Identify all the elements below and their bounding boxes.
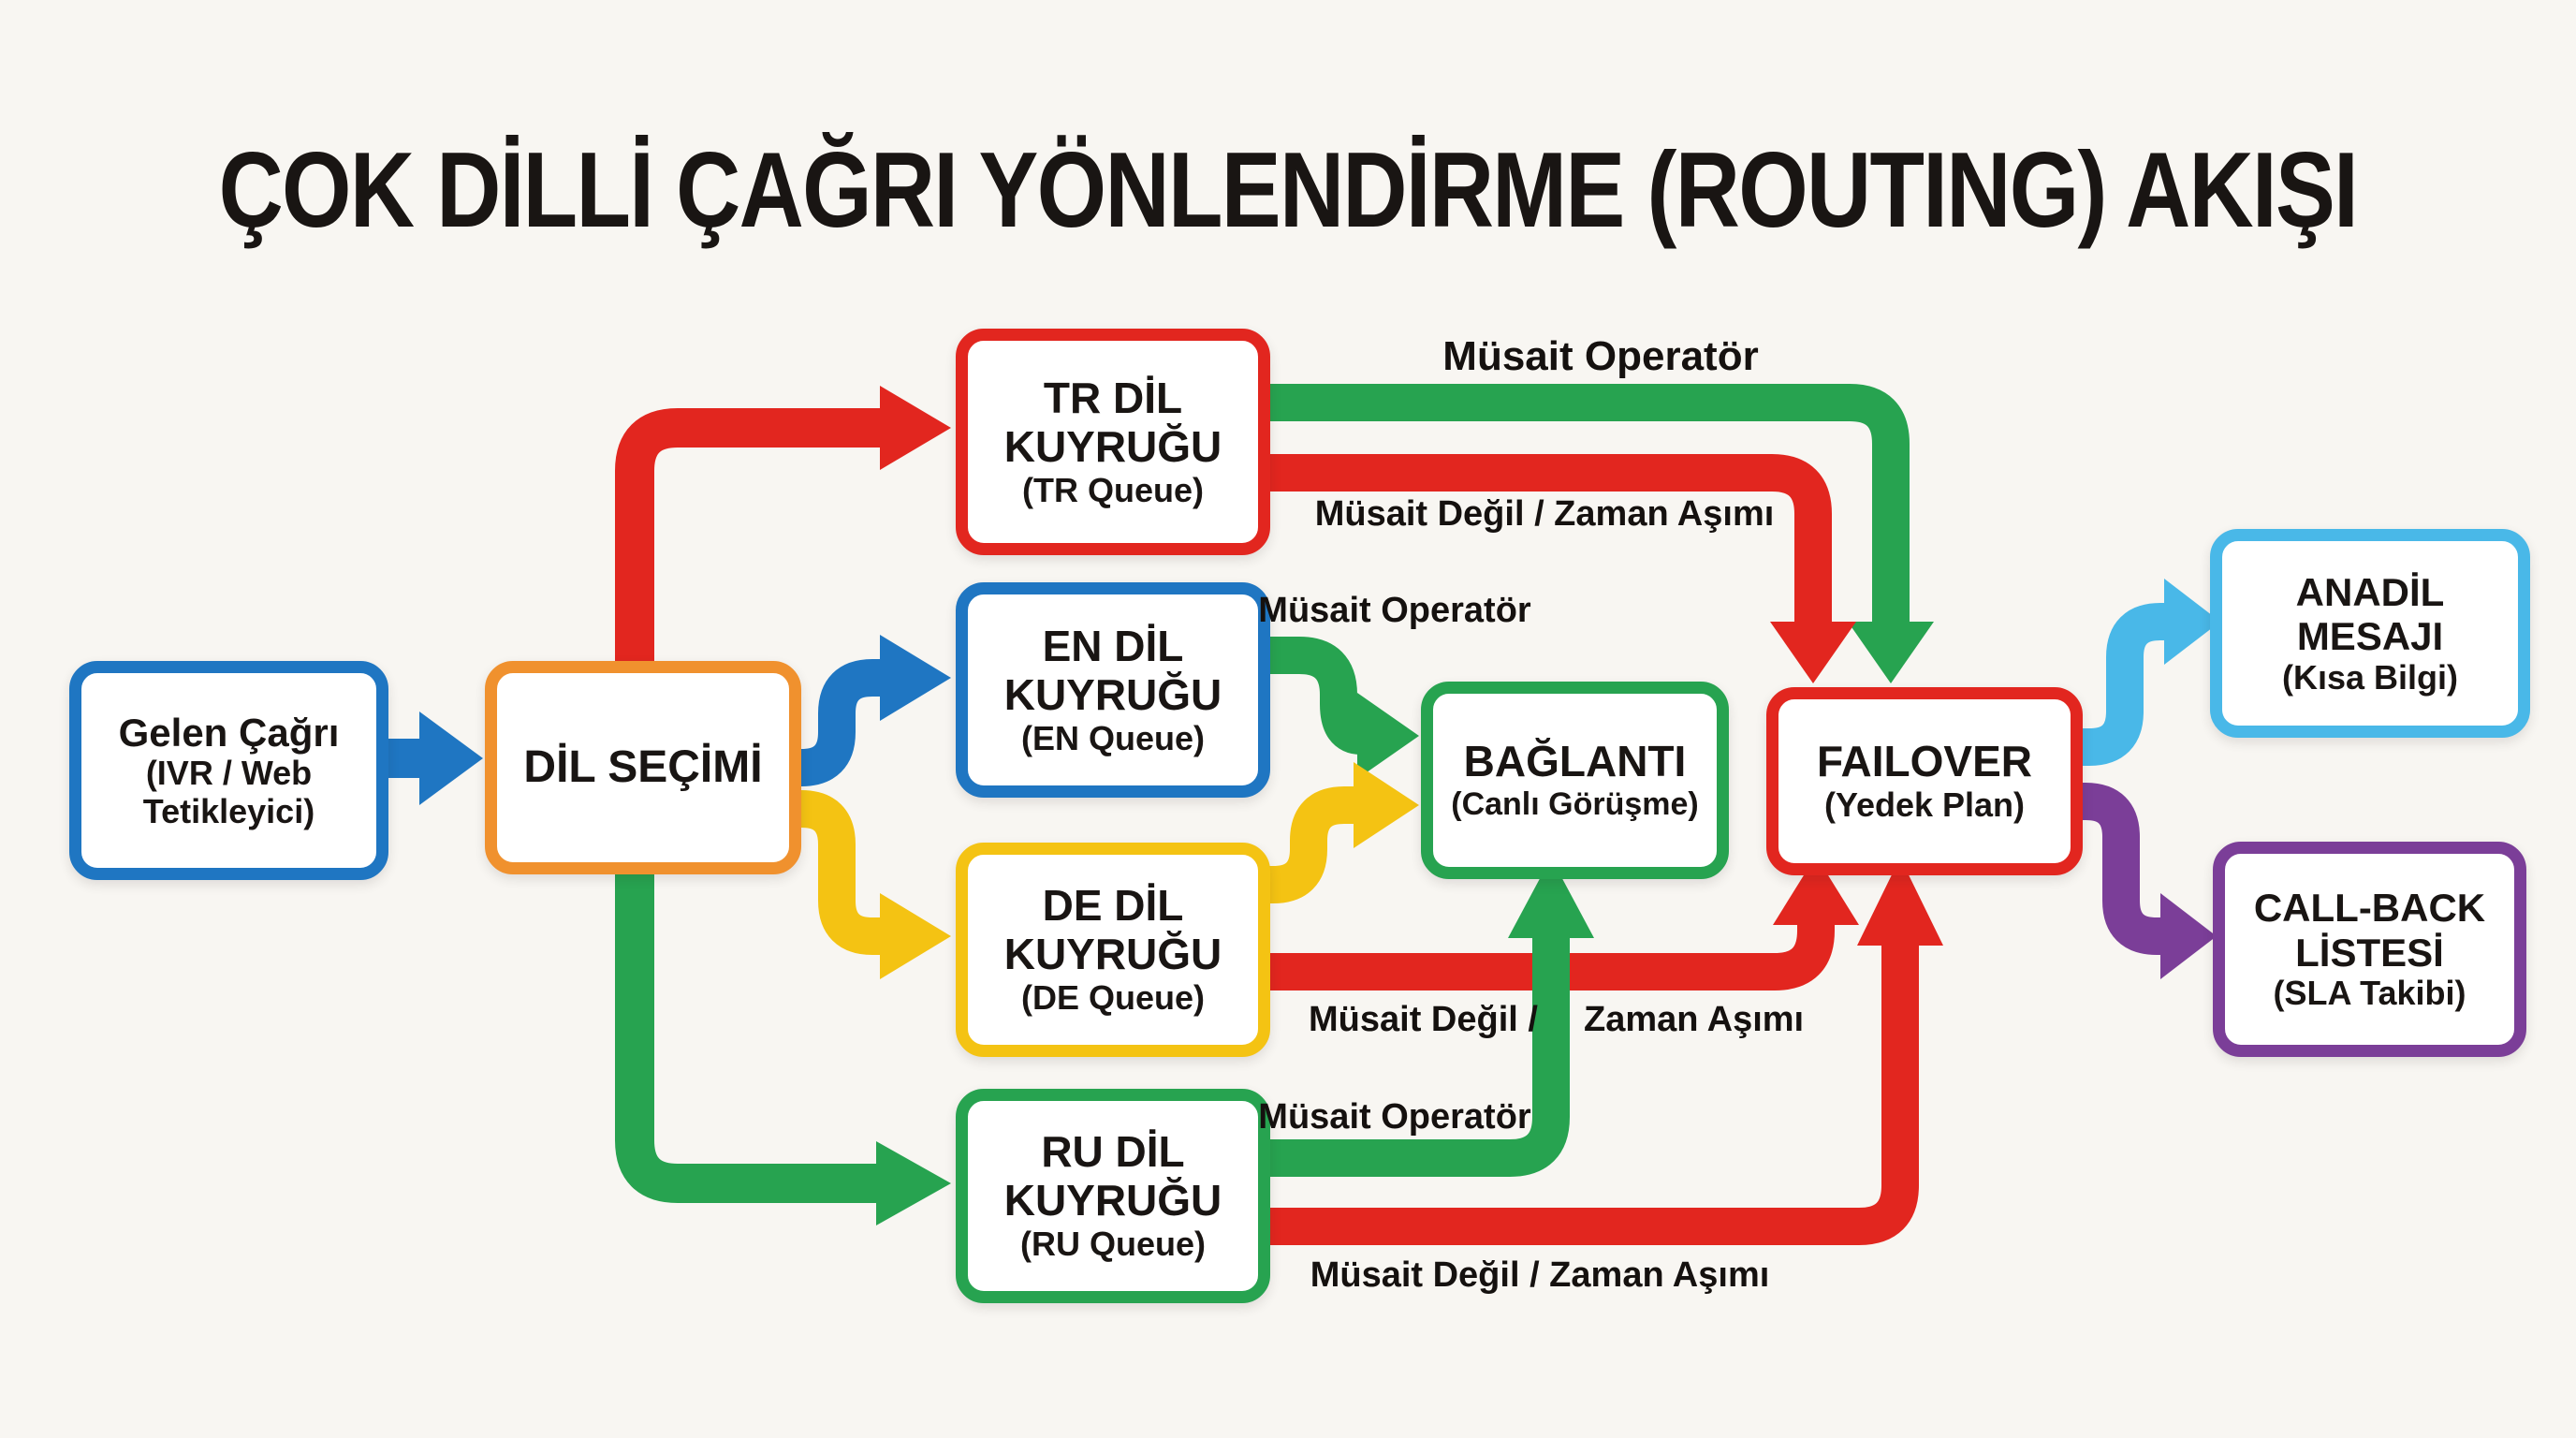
- edge-failover-callback-line: [2059, 783, 2162, 955]
- node-callback-line1: CALL-BACK: [2253, 886, 2486, 931]
- node-failover: FAILOVER (Yedek Plan): [1766, 687, 2083, 875]
- edge-ru-failover-arrowhead: [1857, 858, 1943, 946]
- node-en-queue: EN DİL KUYRUĞU (EN Queue): [956, 582, 1270, 798]
- node-de-queue: DE DİL KUYRUĞU (DE Queue): [956, 843, 1270, 1057]
- node-en-queue-line2: KUYRUĞU: [1003, 669, 1222, 719]
- edge-gelen-dil-arrowhead: [419, 712, 483, 805]
- node-callback-listesi: CALL-BACK LİSTESİ (SLA Takibi): [2213, 842, 2526, 1057]
- node-de-queue-line1: DE DİL: [1042, 881, 1184, 931]
- node-ru-queue-line2: KUYRUĞU: [1003, 1176, 1222, 1225]
- edge-tr-failover-fail-line: [1247, 454, 1832, 622]
- edge-label-en-ok: Müsait Operatör: [1258, 591, 1531, 630]
- edge-de-failover-arrowhead: [1773, 856, 1859, 925]
- edge-dil-en-arrowhead: [880, 635, 951, 721]
- node-failover-sub: (Yedek Plan): [1823, 785, 2026, 825]
- edge-dil-de-arrowhead: [880, 893, 951, 979]
- node-ru-queue-sub: (RU Queue): [1020, 1225, 1206, 1264]
- node-de-queue-sub: (DE Queue): [1020, 978, 1205, 1018]
- node-anadil-line1: ANADİL: [2295, 569, 2445, 614]
- edge-ru-baglanti-arrowhead: [1508, 858, 1594, 938]
- node-gelen-cagri: Gelen Çağrı (IVR / Web Tetikleyici): [69, 661, 388, 880]
- node-gelen-cagri-sub2: Tetikleyici): [142, 791, 315, 830]
- edge-tr-failover-ok-line: [1247, 384, 1910, 622]
- page-title-text: ÇOK DİLLİ ÇAĞRI YÖNLENDİRME (ROUTING) AK…: [218, 131, 2359, 250]
- node-anadil-mesaji: ANADİL MESAJI (Kısa Bilgi): [2210, 529, 2530, 738]
- node-gelen-cagri-title: Gelen Çağrı: [118, 710, 340, 755]
- node-callback-line2: LİSTESİ: [2295, 930, 2444, 975]
- node-de-queue-line2: KUYRUĞU: [1003, 930, 1222, 979]
- edge-en-baglanti-line: [1247, 637, 1363, 755]
- node-anadil-line2: MESAJI: [2296, 614, 2444, 659]
- edge-tr-failover-ok-arrowhead: [1848, 622, 1934, 683]
- node-failover-title: FAILOVER: [1816, 737, 2033, 786]
- edge-dil-ru-line: [615, 848, 876, 1203]
- node-ru-queue-line1: RU DİL: [1041, 1127, 1185, 1177]
- edge-label-de-fail-right: Zaman Aşımı: [1584, 1000, 1805, 1039]
- node-tr-queue: TR DİL KUYRUĞU (TR Queue): [956, 329, 1270, 555]
- edge-ru-failover-line: [1247, 944, 1919, 1245]
- page-title: ÇOK DİLLİ ÇAĞRI YÖNLENDİRME (ROUTING) AK…: [0, 129, 2576, 252]
- edge-dil-tr-line: [615, 408, 880, 665]
- node-baglanti-title: BAĞLANTI: [1463, 737, 1687, 786]
- edge-failover-callback-arrowhead: [2160, 893, 2217, 979]
- edge-label-tr-ok: Müsait Operatör: [1442, 333, 1759, 379]
- edge-failover-anadil-line: [2059, 603, 2166, 766]
- edge-de-failover-line: [1247, 923, 1835, 990]
- node-callback-sub: (SLA Takibi): [2273, 974, 2466, 1013]
- node-en-queue-line1: EN DİL: [1042, 621, 1184, 670]
- edge-de-baglanti-arrowhead: [1354, 762, 1419, 848]
- node-dil-secimi: DİL SEÇİMİ: [485, 661, 801, 874]
- node-dil-secimi-title: DİL SEÇİMİ: [523, 741, 763, 792]
- edge-ru-baglanti-line: [1247, 936, 1570, 1177]
- node-baglanti: BAĞLANTI (Canlı Görüşme): [1421, 682, 1729, 879]
- edge-dil-de-line: [777, 790, 880, 955]
- node-en-queue-sub: (EN Queue): [1020, 718, 1205, 757]
- edge-dil-en-line: [777, 659, 880, 786]
- node-tr-queue-sub: (TR Queue): [1022, 470, 1204, 509]
- edge-en-baglanti-arrowhead: [1357, 693, 1419, 779]
- node-baglanti-sub: (Canlı Görüşme): [1451, 786, 1699, 823]
- edge-label-tr-fail: Müsait Değil / Zaman Aşımı: [1314, 494, 1775, 534]
- node-anadil-sub: (Kısa Bilgi): [2281, 657, 2458, 697]
- edge-label-ru-fail: Müsait Değil / Zaman Aşımı: [1310, 1255, 1770, 1295]
- edge-label-ru-ok: Müsait Operatör: [1258, 1097, 1531, 1137]
- edge-dil-tr-arrowhead: [880, 386, 951, 470]
- node-ru-queue: RU DİL KUYRUĞU (RU Queue): [956, 1089, 1270, 1303]
- node-gelen-cagri-sub1: (IVR / Web: [145, 754, 313, 793]
- edge-label-de-fail-left: Müsait Değil /: [1309, 1000, 1538, 1039]
- edge-tr-failover-fail-arrowhead: [1770, 622, 1856, 683]
- node-tr-queue-line2: KUYRUĞU: [1003, 421, 1222, 471]
- edge-failover-anadil-arrowhead: [2164, 579, 2220, 665]
- edge-de-baglanti-line: [1247, 786, 1354, 903]
- node-tr-queue-line1: TR DİL: [1043, 373, 1183, 422]
- edge-dil-ru-arrowhead: [876, 1141, 951, 1225]
